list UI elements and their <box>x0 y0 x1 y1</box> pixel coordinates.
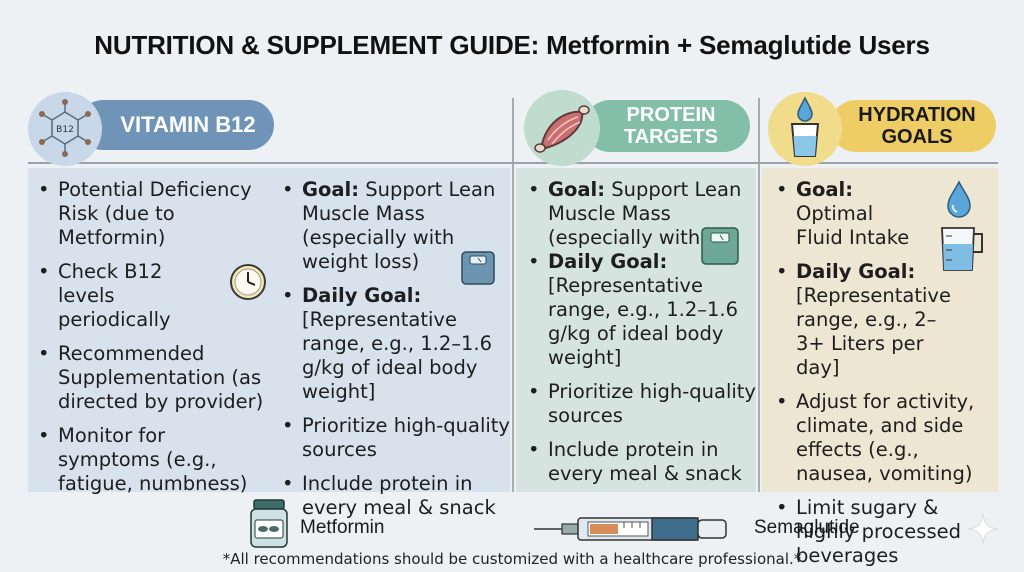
protein-list: Goal: Support Lean Muscle Mass (especial… <box>526 178 756 496</box>
semaglutide-label: Semaglutide <box>754 517 860 538</box>
svg-text:B12: B12 <box>56 125 74 135</box>
list-item: Potential Deficiency Risk (due to Metfor… <box>36 178 268 250</box>
b12-list: Potential Deficiency Risk (due to Metfor… <box>36 178 268 506</box>
list-item: Limit sugary & highly processed beverage… <box>774 496 998 568</box>
list-item: Adjust for activity, climate, and side e… <box>774 390 998 486</box>
column-divider <box>758 98 760 492</box>
list-item: Daily Goal: [Representative range, e.g.,… <box>526 250 756 370</box>
list-item: Include protein in every meal & snack <box>280 472 510 520</box>
list-item: Daily Goal: [Representative range, e.g.,… <box>774 260 951 380</box>
injection-pen-icon <box>532 512 732 550</box>
list-item: Prioritize high-quality sources <box>526 380 756 428</box>
pill-bottle-icon <box>248 498 290 554</box>
list-item: Monitor for symptoms (e.g., fatigue, num… <box>36 424 268 496</box>
b12-col2-list: Goal: Support Lean Muscle Mass (especial… <box>280 178 510 530</box>
list-item: Daily Goal: [Representative range, e.g.,… <box>280 284 510 404</box>
list-item: Goal: Optimal Fluid Intake <box>774 178 924 250</box>
water-glass-icon <box>768 92 842 166</box>
sparkle-icon <box>966 512 1000 550</box>
list-item: Prioritize high-quality sources <box>280 414 510 462</box>
list-item: Goal: Support Lean Muscle Mass (especial… <box>526 178 756 250</box>
list-item: Check B12 levels periodically <box>36 260 216 332</box>
metformin-label: Metformin <box>300 517 385 538</box>
list-item: Recommended Supplementation (as directed… <box>36 342 268 414</box>
page-title: NUTRITION & SUPPLEMENT GUIDE: Metformin … <box>94 30 930 60</box>
list-item: Goal: Support Lean Muscle Mass (especial… <box>280 178 510 274</box>
clock-icon <box>228 262 268 306</box>
scale-icon <box>700 226 740 270</box>
disclaimer-note: *All recommendations should be customize… <box>222 550 802 568</box>
b12-molecule-icon: B12 <box>28 92 102 166</box>
measuring-cup-icon <box>936 222 988 278</box>
column-divider <box>512 98 514 492</box>
b12-header: VITAMIN B12 <box>78 100 274 150</box>
muscle-icon <box>524 90 600 166</box>
water-drop-icon <box>944 180 974 224</box>
scale-icon <box>460 250 496 290</box>
header-rule <box>28 162 998 164</box>
list-item: Include protein in every meal & snack <box>526 438 756 486</box>
hydration-list: Goal: Optimal Fluid Intake Daily Goal: [… <box>774 178 998 572</box>
